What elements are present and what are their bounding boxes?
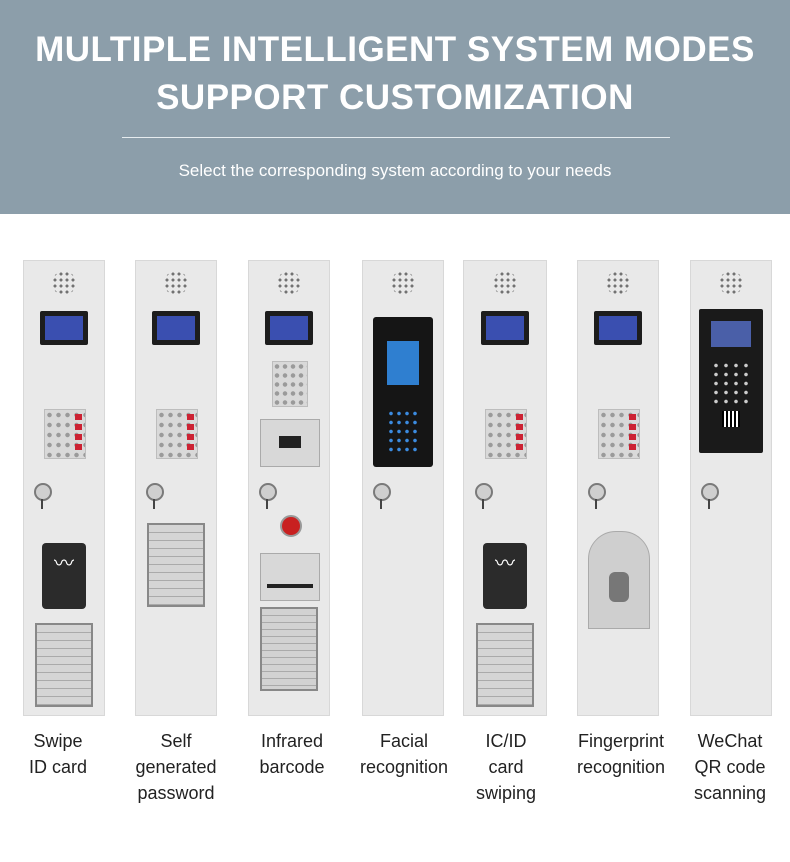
label-line: Facial <box>379 731 428 751</box>
keypad-icon <box>485 409 527 459</box>
face-terminal-icon <box>373 317 433 467</box>
key-lock-icon <box>146 483 164 509</box>
lcd-screen <box>40 311 88 345</box>
keypad-icon <box>598 409 640 459</box>
mode-label-swipe-id: Swipe ID card <box>0 728 118 780</box>
key-lock-icon <box>373 483 391 509</box>
banner-title-line2: SUPPORT CUSTOMIZATION <box>156 78 634 117</box>
speaker-grille-icon <box>493 271 517 295</box>
label-line: barcode <box>259 757 325 777</box>
label-line: Infrared <box>260 731 324 751</box>
speaker-grille-icon <box>52 271 76 295</box>
label-line: generated <box>135 757 217 777</box>
card-reader-icon <box>42 543 86 609</box>
wechat-terminal-icon <box>699 309 763 453</box>
label-line: recognition <box>359 757 449 777</box>
mode-label-facial: Facial recognition <box>344 728 464 780</box>
speaker-grille-icon <box>391 271 415 295</box>
lcd-screen <box>481 311 529 345</box>
speaker-grille-icon <box>719 271 743 295</box>
locker-panel-barcode <box>248 260 330 716</box>
banner-divider <box>122 137 670 138</box>
locker-panel-wechat <box>690 260 772 716</box>
operation-steps-plate <box>147 523 205 607</box>
fingerprint-scanner-icon <box>588 531 650 629</box>
label-line: recognition <box>576 757 666 777</box>
lcd-screen <box>265 311 313 345</box>
label-line: WeChat <box>697 731 763 751</box>
locker-panel-facial <box>362 260 444 716</box>
speaker-grille-icon <box>277 271 301 295</box>
label-line: scanning <box>693 783 767 803</box>
label-line: ID card <box>28 757 88 777</box>
label-line: swiping <box>475 783 537 803</box>
keypad-icon <box>156 409 198 459</box>
header-banner: MULTIPLE INTELLIGENT SYSTEM MODES SUPPOR… <box>0 0 790 214</box>
instruction-plate <box>35 623 93 707</box>
label-line: QR code <box>694 757 766 777</box>
mode-label-barcode: Infrared barcode <box>232 728 352 780</box>
speaker-grille-icon <box>606 271 630 295</box>
mode-label-icid: IC/ID card swiping <box>446 728 566 806</box>
label-line: password <box>137 783 215 803</box>
key-lock-icon <box>259 483 277 509</box>
keypad-icon <box>272 361 308 407</box>
instruction-plate <box>476 623 534 707</box>
lcd-screen <box>152 311 200 345</box>
banner-subtitle: Select the corresponding system accordin… <box>178 161 612 180</box>
key-lock-icon <box>34 483 52 509</box>
locker-panel-icid <box>463 260 547 716</box>
key-lock-icon <box>475 483 493 509</box>
label-line: Fingerprint <box>577 731 665 751</box>
instruction-plate <box>260 607 318 691</box>
card-reader-icon <box>483 543 527 609</box>
ticket-printer-icon <box>260 553 320 601</box>
banner-title-line1: MULTIPLE INTELLIGENT SYSTEM MODES <box>35 30 755 69</box>
key-lock-icon <box>701 483 719 509</box>
mode-label-wechat: WeChat QR code scanning <box>670 728 790 806</box>
red-button-icon <box>280 515 302 537</box>
key-lock-icon <box>588 483 606 509</box>
mode-label-password: Self generated password <box>116 728 236 806</box>
label-line: Swipe <box>33 731 83 751</box>
label-line: card <box>488 757 524 777</box>
keypad-icon <box>44 409 86 459</box>
label-line: Self <box>160 731 192 751</box>
locker-panel-swipe-id <box>23 260 105 716</box>
qr-code-icon <box>722 411 740 427</box>
label-line: IC/ID <box>485 731 527 751</box>
mode-label-fingerprint: Fingerprint recognition <box>561 728 681 780</box>
locker-panel-fingerprint <box>577 260 659 716</box>
barcode-scanner-icon <box>260 419 320 467</box>
locker-panel-password <box>135 260 217 716</box>
lcd-screen <box>594 311 642 345</box>
speaker-grille-icon <box>164 271 188 295</box>
